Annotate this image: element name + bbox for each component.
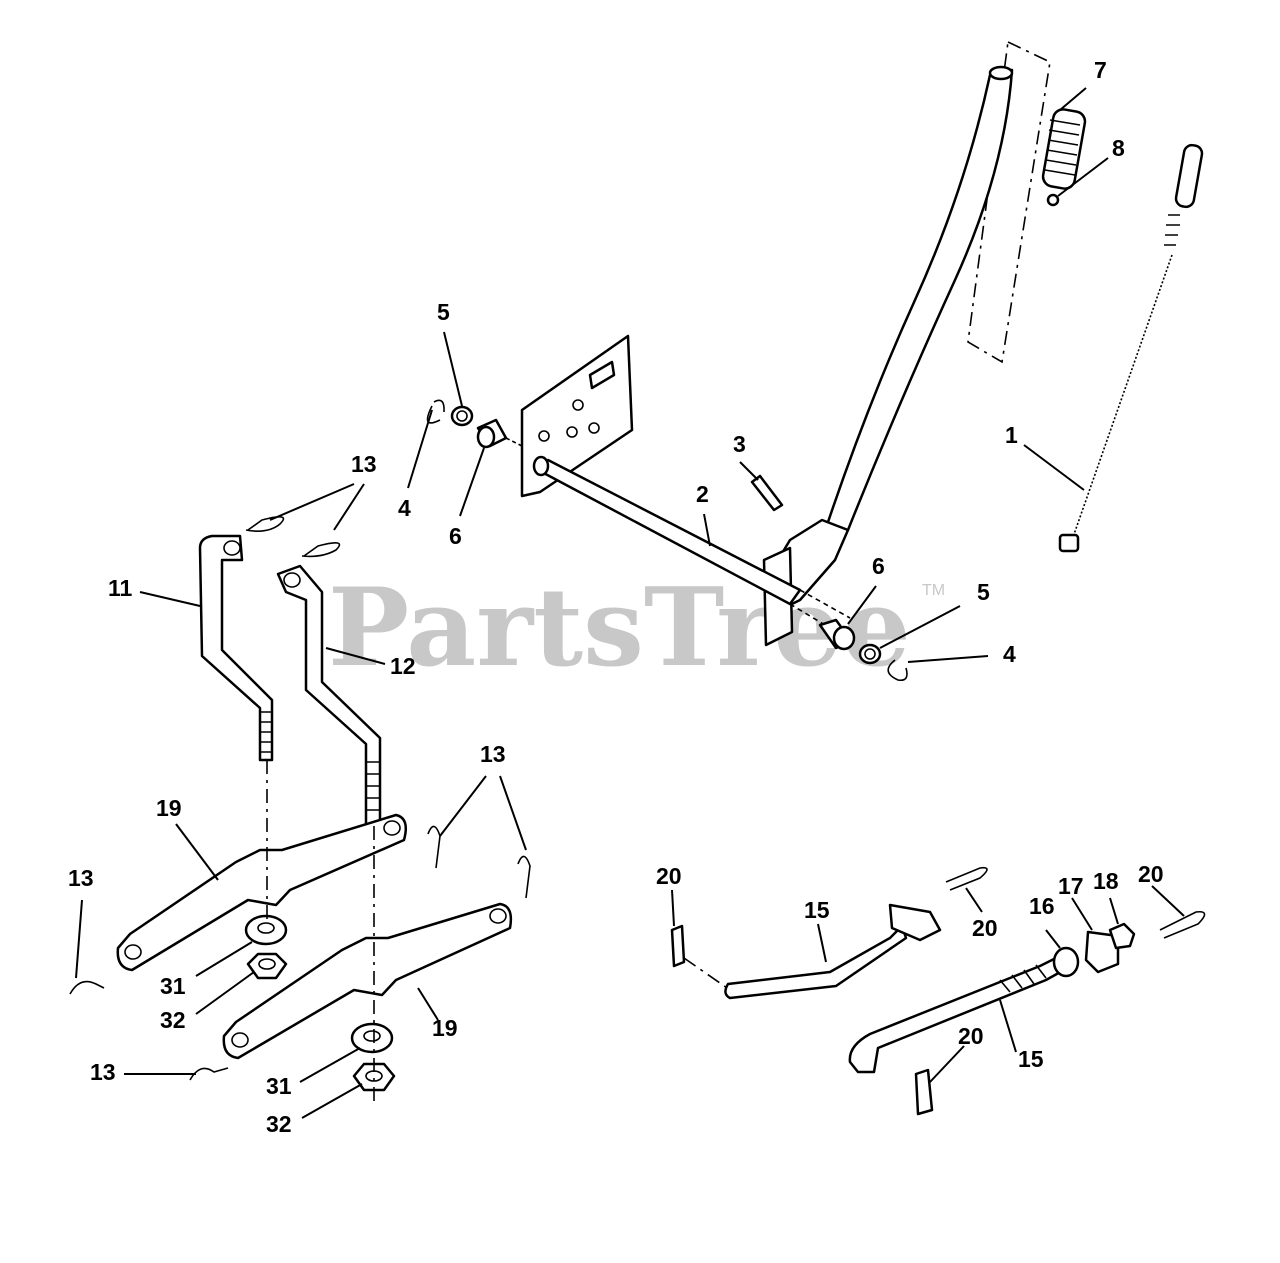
callout-5-right: 5 [977,579,990,605]
callout-6-right: 6 [872,553,885,579]
callout-6-left: 6 [449,523,462,549]
bracket-left-20 [670,924,731,991]
callout-15-upper: 15 [804,897,830,923]
nut-lower [352,1062,396,1092]
callout-15-lower: 15 [1018,1046,1044,1072]
hairpin-clip-20-right [1159,910,1206,939]
callout-8: 8 [1112,135,1125,161]
callout-18: 18 [1093,868,1119,894]
deck-rod-upper [724,903,942,1000]
callout-12: 12 [390,653,416,679]
callout-1: 1 [1005,422,1018,448]
washer-upper [244,914,288,946]
callout-2: 2 [696,481,709,507]
right-bearing-group [818,618,908,682]
lift-handle [762,65,1014,647]
nut-18 [1108,922,1136,950]
callout-labels: 7 8 1 5 4 6 3 2 13 11 12 6 5 4 13 19 13 … [68,57,1164,1137]
callout-13-arm: 13 [480,741,506,767]
callout-20-bottom: 20 [958,1023,984,1049]
watermark-trademark: TM [922,582,945,599]
hairpin-clips-arm [69,825,531,1081]
washer-lower [350,1022,394,1054]
bracket-bottom-20 [914,1068,934,1116]
callout-11: 11 [108,575,133,601]
callout-13-top: 13 [351,451,377,477]
lift-arm-upper [116,813,407,972]
lift-cable [1058,143,1204,553]
callout-13-bottom: 13 [90,1059,116,1085]
callout-32-lower: 32 [266,1111,292,1137]
callout-20-mid: 20 [972,915,998,941]
callout-7: 7 [1094,57,1107,83]
callout-31-lower: 31 [266,1073,292,1099]
callout-20-left: 20 [656,863,682,889]
lift-arm-lower [222,902,513,1060]
callout-4-left: 4 [398,495,411,521]
roll-pin [750,474,784,512]
callout-20-right: 20 [1138,861,1164,887]
washer-16 [1052,946,1080,978]
hairpin-clips-top [245,516,341,558]
nut-upper [246,952,288,980]
callout-16: 16 [1029,893,1055,919]
callout-31-upper: 31 [160,973,186,999]
lift-link-11 [198,534,274,762]
deck-rod-lower [848,954,1066,1074]
lever-housing-outline [967,40,1051,364]
callout-17: 17 [1058,873,1084,899]
callout-5-left: 5 [437,299,450,325]
hairpin-clip-20 [945,866,988,891]
callout-32-upper: 32 [160,1007,186,1033]
spring [1041,108,1087,190]
spring-clip [1046,193,1060,207]
watermark: PartsTree TM [328,565,945,691]
lift-shaft [532,455,851,641]
left-bearing-group [426,399,523,449]
leader-lines [75,87,1185,1119]
callout-19-upper: 19 [156,795,182,821]
callout-3: 3 [733,431,746,457]
callout-13-left: 13 [68,865,94,891]
callout-4-right: 4 [1003,641,1016,667]
callout-19-lower: 19 [432,1015,458,1041]
mounting-bracket [520,334,634,498]
